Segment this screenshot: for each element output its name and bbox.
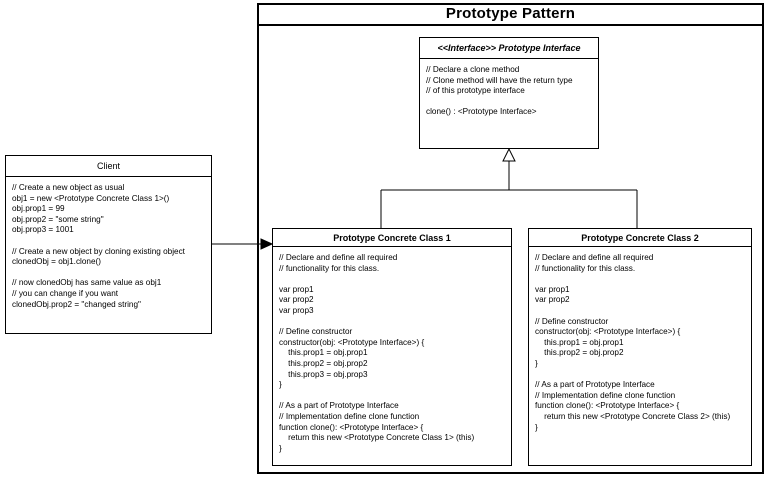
prototype-interface-class-box: <<Interface>> Prototype Interface // Dec… — [419, 37, 599, 149]
pattern-title-bar: Prototype Pattern — [257, 3, 764, 26]
concrete-class-2-box: Prototype Concrete Class 2 // Declare an… — [528, 228, 752, 466]
concrete-class-1-header: Prototype Concrete Class 1 — [273, 229, 511, 247]
client-title: Client — [96, 161, 120, 171]
client-class-box: Client // Create a new object as usual o… — [5, 155, 212, 334]
prototype-interface-title: <<Interface>> Prototype Interface — [437, 43, 581, 53]
concrete-class-1-box: Prototype Concrete Class 1 // Declare an… — [272, 228, 512, 466]
concrete-class-1-body: // Declare and define all required // fu… — [279, 253, 475, 453]
concrete-class-1-title: Prototype Concrete Class 1 — [333, 232, 451, 243]
client-body: // Create a new object as usual obj1 = n… — [12, 183, 185, 309]
page-title: Prototype Pattern — [445, 5, 576, 22]
concrete-class-2-title: Prototype Concrete Class 2 — [581, 232, 699, 243]
prototype-interface-header: <<Interface>> Prototype Interface — [420, 38, 598, 59]
concrete-class-2-header: Prototype Concrete Class 2 — [529, 229, 751, 247]
prototype-interface-body: // Declare a clone method // Clone metho… — [426, 65, 573, 117]
client-header: Client — [6, 156, 211, 177]
concrete-class-2-body: // Declare and define all required // fu… — [535, 253, 731, 432]
